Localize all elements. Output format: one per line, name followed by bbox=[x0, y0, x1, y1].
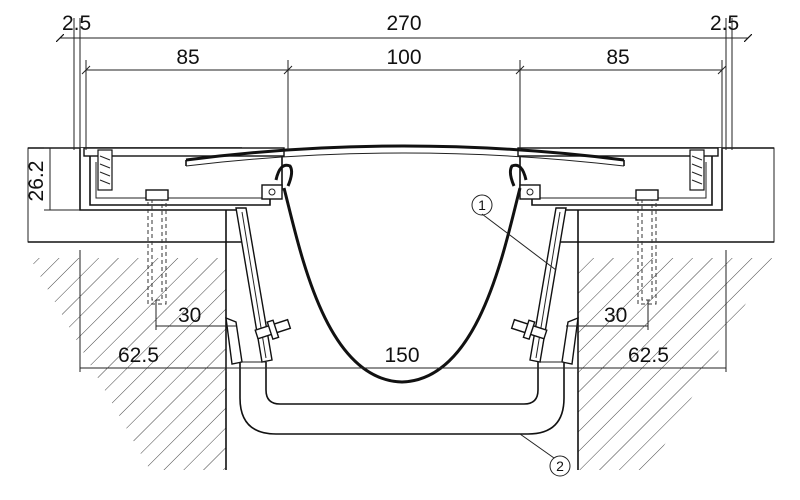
left-structure-hatch bbox=[30, 210, 227, 470]
left-bracket bbox=[235, 207, 273, 363]
right-bracket-bolt bbox=[510, 318, 548, 341]
left-anchor-screw bbox=[97, 149, 113, 191]
dim-left-support: 62.5 bbox=[118, 344, 159, 367]
drain-trough bbox=[239, 361, 565, 435]
dim-right-support: 62.5 bbox=[628, 344, 669, 367]
dim-gap-width: 150 bbox=[384, 344, 419, 367]
left-bracket-bolt bbox=[254, 318, 292, 341]
callout-2-label: 2 bbox=[556, 458, 564, 474]
dim-slab-thickness: 26.2 bbox=[25, 161, 48, 202]
dim-center-cover: 100 bbox=[386, 46, 421, 69]
callout-2: 2 bbox=[519, 433, 571, 477]
left-frame bbox=[83, 147, 285, 206]
dim-right-anchor-offset: 30 bbox=[604, 304, 627, 327]
rubber-seal bbox=[282, 187, 522, 384]
right-structure-hatch bbox=[577, 210, 772, 470]
frame-recess bbox=[79, 148, 723, 211]
right-bracket bbox=[529, 207, 567, 363]
center-cover-plate bbox=[185, 144, 625, 167]
right-anchor-screw bbox=[689, 149, 705, 191]
callout-1-label: 1 bbox=[478, 197, 486, 213]
dim-top-left-offset: 2.5 bbox=[62, 12, 91, 35]
right-wall-angle bbox=[561, 316, 579, 365]
callout-1: 1 bbox=[471, 194, 557, 271]
right-anchor-bolt bbox=[635, 189, 659, 305]
dim-overall-width: 270 bbox=[386, 12, 421, 35]
dim-left-plate: 85 bbox=[176, 46, 199, 69]
left-anchor-bolt bbox=[145, 189, 169, 305]
left-gasket-clip bbox=[274, 163, 294, 187]
dim-right-plate: 85 bbox=[606, 46, 629, 69]
right-gasket-clip bbox=[508, 163, 528, 187]
dim-top-right-offset: 2.5 bbox=[710, 12, 739, 35]
dimension-lines bbox=[44, 18, 748, 372]
left-wall-angle bbox=[225, 316, 243, 365]
dim-left-anchor-offset: 30 bbox=[178, 304, 201, 327]
